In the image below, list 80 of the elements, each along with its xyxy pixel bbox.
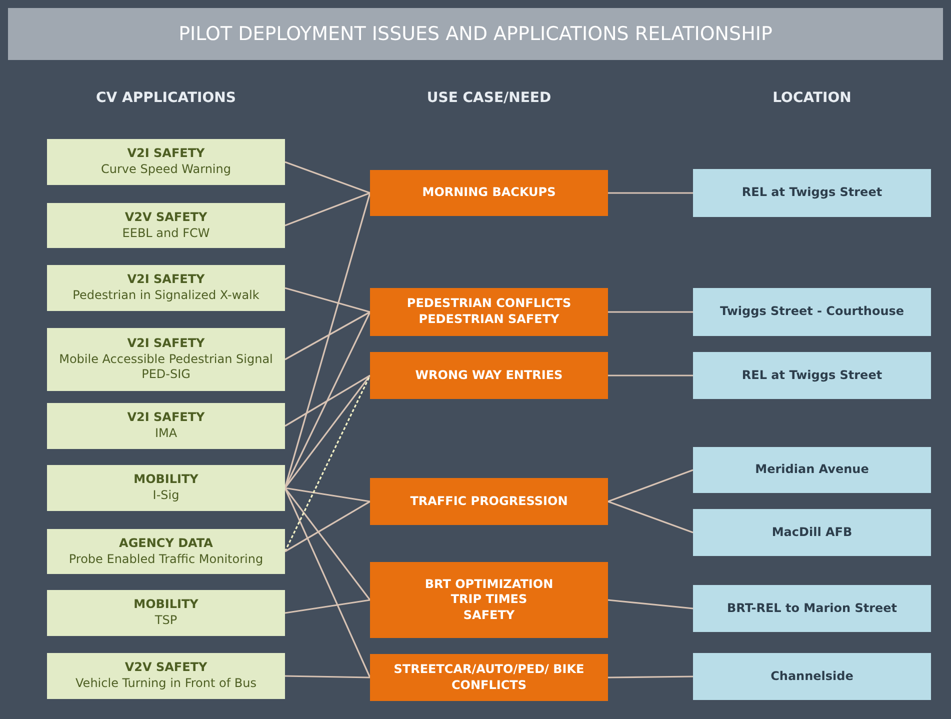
box-text: Mobile Accessible Pedestrian Signal PED-SIG bbox=[58, 352, 274, 383]
box-heading: V2I SAFETY bbox=[127, 146, 205, 162]
application-box bbox=[47, 328, 285, 391]
box-text: MORNING BACKUPS bbox=[422, 185, 556, 201]
application-box bbox=[47, 203, 285, 248]
connector-line bbox=[608, 676, 694, 678]
connector-line bbox=[284, 599, 370, 614]
box-text: BRT OPTIMIZATION bbox=[424, 576, 554, 592]
box-text: PEDESTRIAN SAFETY bbox=[418, 312, 560, 328]
title-banner: PILOT DEPLOYMENT ISSUES AND APPLICATIONS RELATIONSHIP bbox=[8, 8, 943, 60]
location-box bbox=[693, 509, 931, 556]
box-text: Vehicle Turning in Front of Bus bbox=[76, 676, 256, 692]
box-text: I-Sig bbox=[152, 488, 180, 504]
box-text: Probe Enabled Traffic Monitoring bbox=[68, 552, 264, 568]
connector-line bbox=[284, 311, 370, 360]
box-text: REL at Twiggs Street bbox=[742, 185, 882, 201]
box-text: SAFETY bbox=[463, 608, 515, 624]
connector-line bbox=[284, 375, 371, 552]
box-heading: V2V SAFETY bbox=[124, 210, 208, 226]
connector-line bbox=[284, 192, 370, 226]
connector-line bbox=[284, 488, 371, 678]
use-case-box bbox=[370, 654, 608, 701]
location-box bbox=[693, 585, 931, 632]
connector-line bbox=[608, 469, 694, 502]
connector-line bbox=[608, 311, 693, 313]
box-text: STREETCAR/AUTO/PED/ BIKE CONFLICTS bbox=[392, 662, 586, 694]
column-heading: LOCATION bbox=[772, 90, 852, 106]
connector-line bbox=[608, 374, 693, 376]
connector-line bbox=[608, 192, 693, 194]
box-heading: MOBILITY bbox=[134, 472, 198, 488]
application-box bbox=[47, 403, 285, 449]
box-text: TRAFFIC PROGRESSION bbox=[410, 494, 568, 510]
use-case-box bbox=[370, 352, 608, 399]
box-heading: V2I SAFETY bbox=[127, 410, 205, 426]
box-text: Curve Speed Warning bbox=[101, 162, 231, 178]
connector-line bbox=[284, 487, 370, 502]
box-text: IMA bbox=[154, 426, 178, 442]
connector-line bbox=[284, 287, 370, 313]
box-text: WRONG WAY ENTRIES bbox=[415, 368, 563, 384]
application-box bbox=[47, 465, 285, 511]
connector-line bbox=[284, 675, 370, 678]
connector-line bbox=[284, 374, 370, 427]
connector-line bbox=[608, 599, 694, 610]
box-text: PEDESTRIAN CONFLICTS bbox=[406, 296, 572, 312]
column-heading: USE CASE/NEED bbox=[426, 90, 552, 106]
location-box bbox=[693, 169, 931, 217]
use-case-box bbox=[370, 478, 608, 525]
connector-line bbox=[284, 500, 370, 552]
box-text: EEBL and FCW bbox=[122, 226, 210, 242]
box-text: Pedestrian in Signalized X-walk bbox=[72, 288, 260, 304]
box-text: REL at Twiggs Street bbox=[742, 368, 882, 384]
box-heading: V2I SAFETY bbox=[127, 272, 205, 288]
box-text: TSP bbox=[154, 613, 178, 629]
box-heading: V2I SAFETY bbox=[127, 336, 205, 352]
connector-line bbox=[284, 488, 371, 600]
location-box bbox=[693, 653, 931, 700]
box-text: BRT-REL to Marion Street bbox=[726, 600, 897, 616]
application-box bbox=[47, 265, 285, 311]
connector-line bbox=[284, 375, 371, 488]
box-text: MacDill AFB bbox=[772, 524, 852, 540]
box-heading: V2V SAFETY bbox=[124, 660, 208, 676]
application-box bbox=[47, 590, 285, 636]
box-heading: MOBILITY bbox=[134, 597, 198, 613]
use-case-box bbox=[370, 562, 608, 638]
box-text: Channelside bbox=[770, 668, 854, 684]
column-heading: CV APPLICATIONS bbox=[95, 90, 237, 106]
connector-line bbox=[608, 500, 694, 534]
box-text: Meridian Avenue bbox=[755, 462, 869, 478]
application-box bbox=[47, 529, 285, 574]
use-case-box bbox=[370, 288, 608, 336]
box-heading: AGENCY DATA bbox=[119, 536, 213, 552]
use-case-box bbox=[370, 170, 608, 216]
box-text: TRIP TIMES bbox=[450, 592, 528, 608]
connector-line bbox=[284, 161, 370, 194]
location-box bbox=[693, 447, 931, 493]
application-box bbox=[47, 139, 285, 185]
location-box bbox=[693, 352, 931, 399]
box-text: Twiggs Street - Courthouse bbox=[720, 304, 904, 320]
application-box bbox=[47, 653, 285, 699]
location-box bbox=[693, 288, 931, 336]
